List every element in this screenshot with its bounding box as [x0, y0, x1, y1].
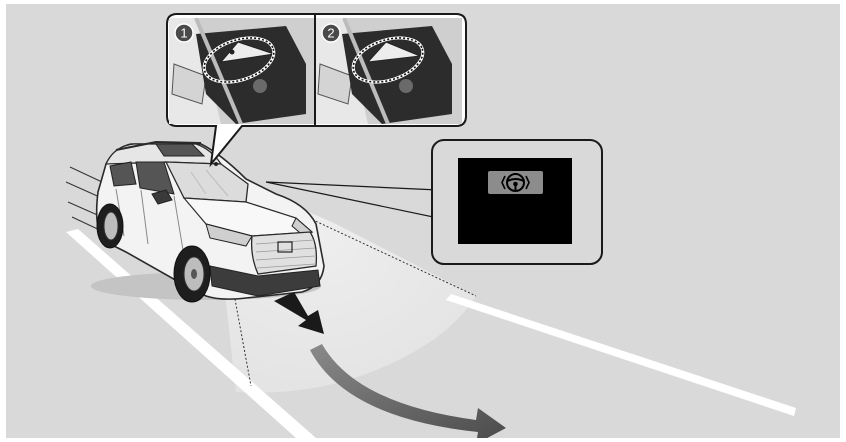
display-screen — [458, 158, 572, 244]
car — [91, 142, 324, 302]
badge-1: 1 — [175, 24, 193, 42]
camera-point — [214, 162, 218, 166]
badge-2-label: 2 — [327, 26, 334, 41]
road-scene: 1 2 — [6, 4, 840, 438]
right-road-line — [446, 294, 796, 416]
badge-2: 2 — [322, 24, 340, 42]
illustration-svg: 1 2 — [6, 4, 840, 438]
camera-inset-callout: 1 2 — [167, 14, 466, 164]
badge-1-label: 1 — [180, 26, 187, 41]
